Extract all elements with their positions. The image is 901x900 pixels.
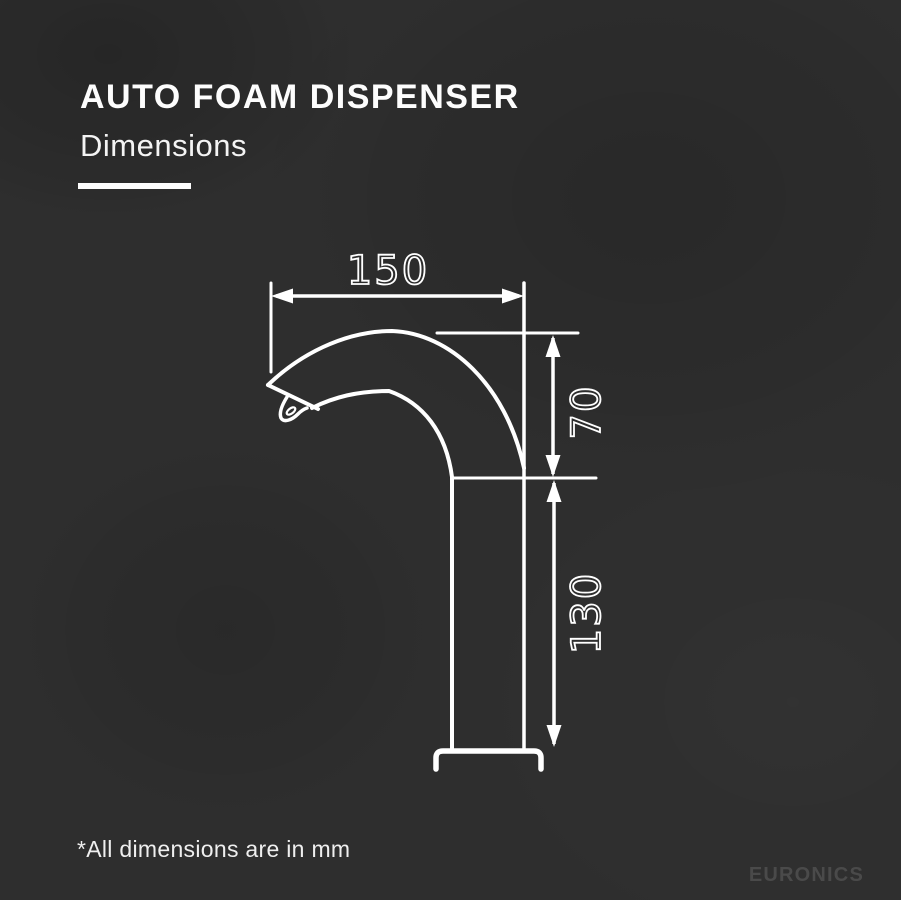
arrow-70-bottom xyxy=(545,455,561,477)
dimension-lines xyxy=(276,294,556,744)
title-underline xyxy=(78,183,191,189)
dimension-labels: 150 70 130 xyxy=(346,247,611,655)
dispenser-outline xyxy=(266,329,544,772)
base-flange xyxy=(433,748,544,772)
spout-outer-curve xyxy=(266,329,526,470)
dimensions-unit-note: *All dimensions are in mm xyxy=(77,836,351,862)
arrow-130-bottom xyxy=(546,725,562,747)
arrow-70-top xyxy=(545,335,561,357)
spout-tip-underside xyxy=(266,383,320,411)
page-title: AUTO FOAM DISPENSER xyxy=(80,78,520,116)
spout-inner-curve-and-body xyxy=(310,389,454,753)
dim-label-130: 130 xyxy=(564,572,610,654)
dim-label-70: 70 xyxy=(564,385,610,440)
page-subtitle: Dimensions xyxy=(80,128,247,163)
dim-label-150: 150 xyxy=(347,248,429,294)
arrow-130-top xyxy=(546,480,562,502)
arrow-150-left xyxy=(271,288,293,304)
dimension-arrowheads xyxy=(271,288,562,747)
arrow-150-right xyxy=(502,288,524,304)
brand-watermark: EURONICS xyxy=(748,864,864,886)
